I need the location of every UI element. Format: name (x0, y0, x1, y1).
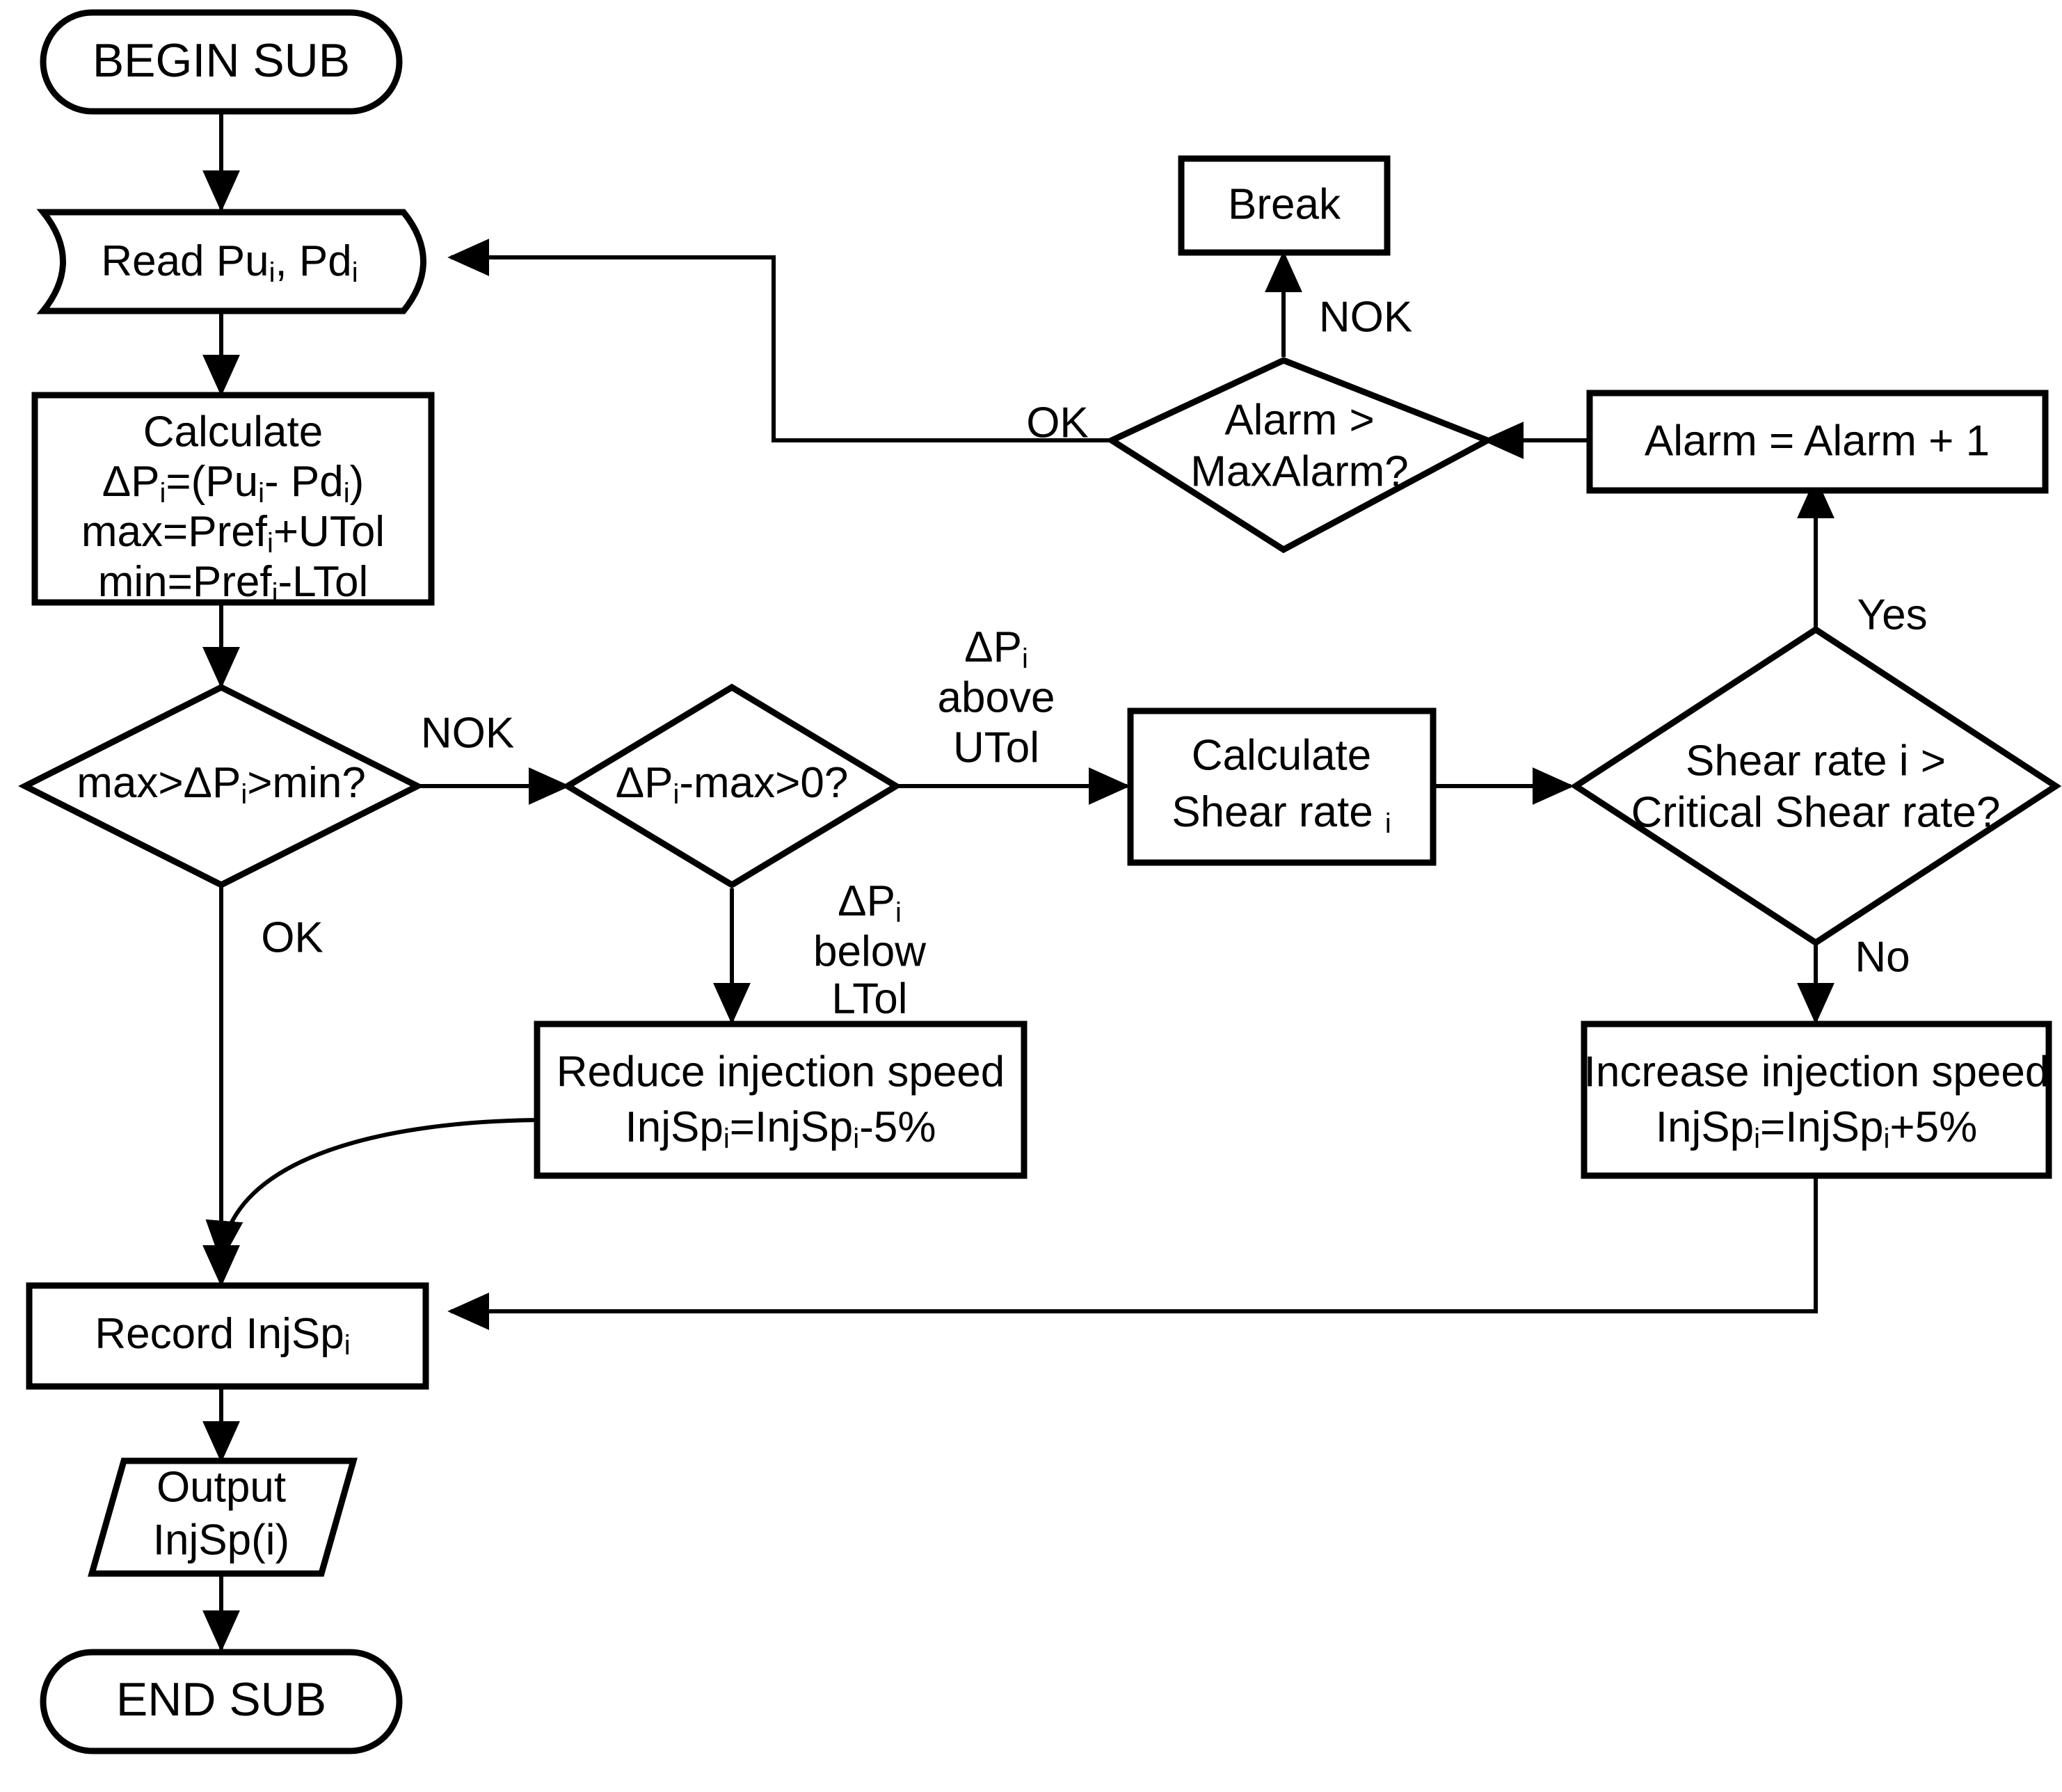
node-break[interactable]: Break (1178, 155, 1391, 256)
node-decision-shear-rate-line1: Shear rate i > (1686, 737, 1946, 785)
node-reduce-injection-speed[interactable]: Reduce injection speed InjSpi=InjSpi-5% (534, 1021, 1028, 1179)
edge-label-range-ok: OK (261, 913, 323, 961)
node-output-line2: InjSp(i) (153, 1516, 289, 1564)
svg-text:below: below (813, 927, 926, 975)
svg-text:LTol: LTol (831, 975, 907, 1023)
edge-label-range-nok: NOK (421, 709, 514, 757)
node-increase-injection-speed[interactable]: Increase injection speed InjSpi=InjSpi+5… (1581, 1021, 2052, 1179)
node-alarm-increment[interactable]: Alarm = Alarm + 1 (1586, 390, 2049, 494)
node-calculate-line4: min=Prefi-LTol (98, 558, 369, 608)
node-calculate-line1: Calculate (143, 408, 323, 456)
node-begin-sub[interactable]: BEGIN SUB (40, 9, 403, 115)
node-calculate-shear-rate-line2: Shear rate i (1172, 788, 1391, 838)
edge-reduce-to-record (205, 1118, 540, 1263)
node-decision-alarm[interactable]: Alarm > MaxAlarm? (1105, 357, 1495, 554)
node-read-pressures[interactable]: Read Pui, Pdi (36, 209, 426, 314)
node-decision-alarm-line1: Alarm > (1224, 396, 1374, 444)
node-alarm-increment-label: Alarm = Alarm + 1 (1645, 417, 1990, 465)
node-calculate[interactable]: Calculate ΔPi=(Pui- Pdi) max=Prefi+UTol … (31, 392, 435, 609)
edge-increase-to-record (447, 1177, 1818, 1330)
edge-label-alarm-ok: OK (1026, 399, 1089, 447)
node-reduce-injection-speed-line1: Reduce injection speed (557, 1048, 1005, 1096)
node-decision-above-max-label: ΔPi-max>0? (616, 759, 849, 809)
edge-alarm-ok-to-read (447, 239, 1113, 442)
node-decision-shear-rate-line2: Critical Shear rate? (1631, 788, 2001, 836)
node-output-line1: Output (157, 1463, 286, 1511)
edge-label-below-ltol: ΔPi below LTol (813, 877, 926, 1023)
node-decision-range-label: max>ΔPi>min? (77, 759, 366, 809)
node-decision-alarm-line2: MaxAlarm? (1190, 447, 1409, 495)
node-calculate-shear-rate[interactable]: Calculate Shear rate i (1127, 707, 1437, 866)
edge-label-alarm-nok: NOK (1319, 293, 1412, 341)
node-increase-injection-speed-line1: Increase injection speed (1584, 1048, 2049, 1096)
node-begin-sub-label: BEGIN SUB (93, 34, 350, 87)
node-break-label: Break (1228, 180, 1341, 228)
node-reduce-injection-speed-line2: InjSpi=InjSpi-5% (625, 1103, 936, 1153)
node-end-sub[interactable]: END SUB (40, 1649, 403, 1754)
node-calculate-line2: ΔPi=(Pui- Pdi) (102, 458, 365, 508)
svg-text:above: above (938, 673, 1055, 721)
node-end-sub-label: END SUB (116, 1673, 326, 1726)
edge-label-above-utol: ΔPi above UTol (938, 623, 1055, 771)
edge-label-shear-yes: Yes (1857, 591, 1927, 639)
node-decision-shear-rate[interactable]: Shear rate i > Critical Shear rate? (1569, 625, 2062, 947)
node-output[interactable]: Output InjSp(i) (88, 1457, 358, 1577)
svg-text:ΔPi: ΔPi (964, 623, 1028, 673)
svg-text:ΔPi: ΔPi (838, 877, 902, 927)
node-record-injection-speed-label: Record InjSpi (95, 1310, 350, 1360)
node-record-injection-speed[interactable]: Record InjSpi (26, 1282, 429, 1390)
node-calculate-line3: max=Prefi+UTol (81, 508, 385, 558)
node-increase-injection-speed-line2: InjSpi=InjSpi+5% (1656, 1103, 1977, 1153)
svg-text:UTol: UTol (953, 723, 1039, 771)
node-decision-range[interactable]: max>ΔPi>min? (17, 683, 425, 889)
node-read-pressures-label: Read Pui, Pdi (101, 237, 358, 287)
edge-label-shear-no: No (1855, 933, 1910, 981)
node-decision-above-max[interactable]: ΔPi-max>0? (561, 683, 902, 889)
node-calculate-shear-rate-line1: Calculate (1192, 731, 1371, 779)
